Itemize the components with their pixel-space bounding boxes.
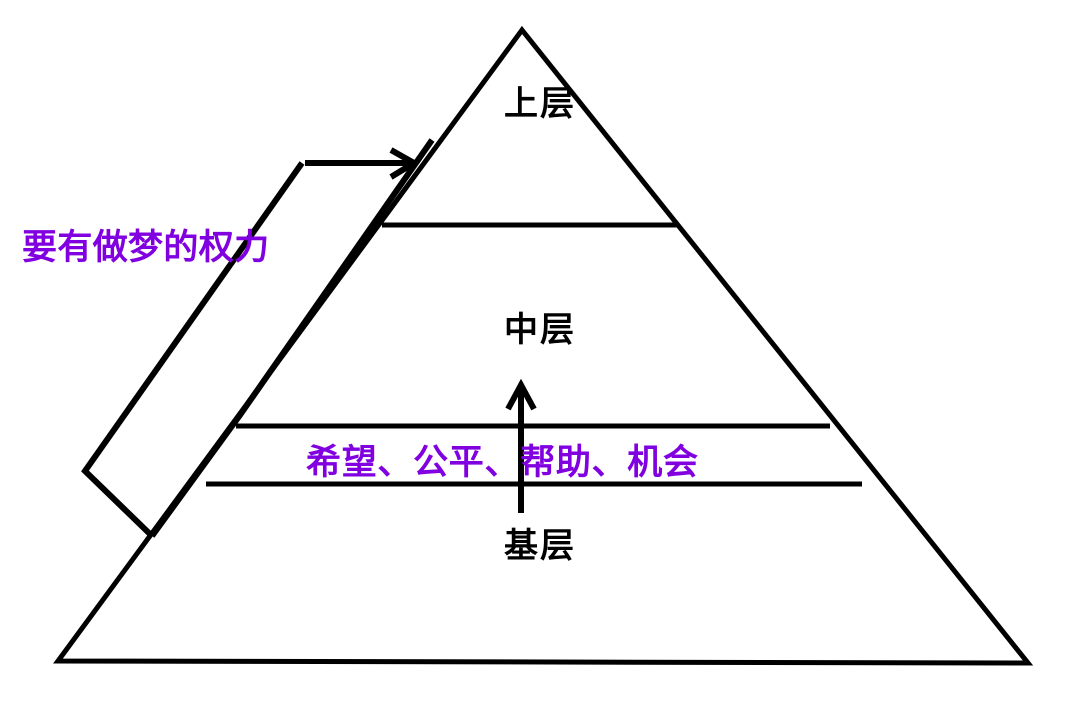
base-to-top-arrow-shaft-left (81, 161, 305, 539)
tier-label-base: 基层 (503, 526, 577, 566)
base-to-top-arrowhead (389, 147, 420, 180)
annotation-dream-right: 要有做梦的权力 (22, 228, 270, 268)
annotation-core-values: 希望、公平、帮助、机会 (306, 443, 699, 483)
tier-label-mid: 中层 (503, 310, 577, 350)
tier-label-top: 上层 (503, 84, 577, 124)
base-to-top-arrow-shaft-right (149, 138, 435, 538)
base-to-mid-arrowhead (505, 378, 537, 411)
